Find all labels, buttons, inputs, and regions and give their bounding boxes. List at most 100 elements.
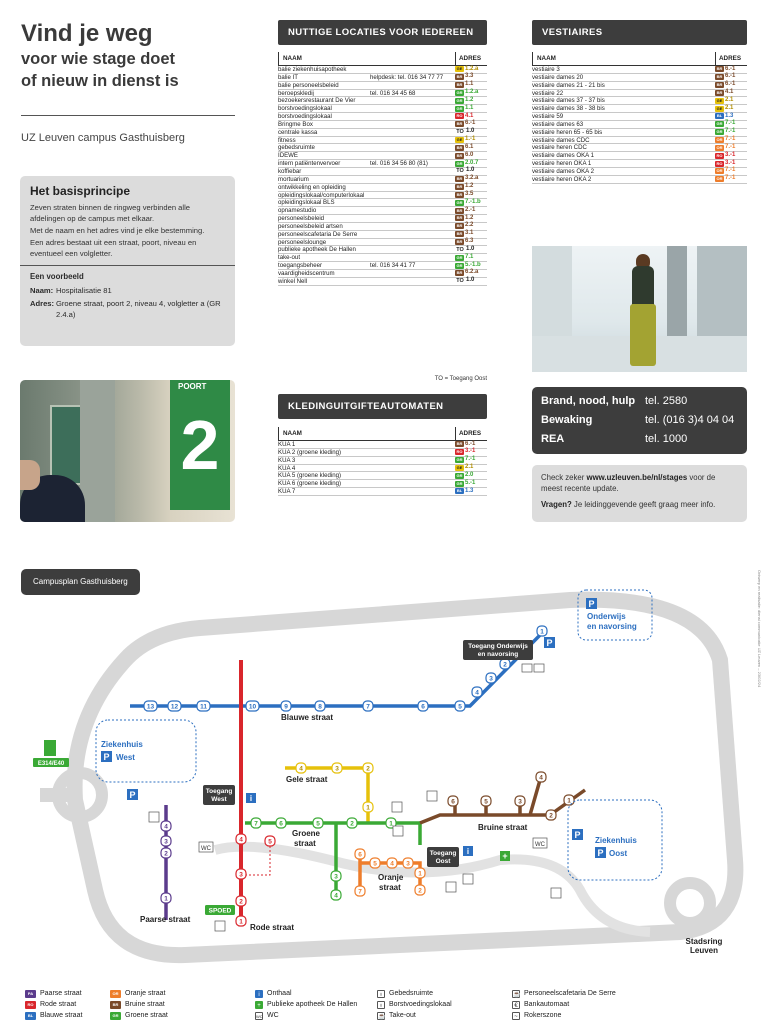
svg-text:1: 1 — [239, 919, 243, 926]
onthaal-oost-icon: i — [463, 846, 473, 856]
example-title: Een voorbeeld — [30, 272, 84, 281]
legend-item: ~ Rokerszone — [512, 1010, 616, 1021]
svg-text:1: 1 — [389, 821, 393, 828]
legend-item: BR Bruine straat — [110, 999, 168, 1010]
svg-text:4: 4 — [475, 690, 479, 697]
address-value: 6.-1 — [465, 120, 476, 127]
row-name: koffiebar — [278, 167, 302, 175]
borstvoeding-icon: ♁ — [377, 1000, 385, 1009]
node-ro-3: 3 — [235, 868, 247, 880]
svg-text:4: 4 — [239, 837, 243, 844]
parking-west-p: P — [103, 752, 109, 762]
svg-text:1: 1 — [366, 805, 370, 812]
node-pa-2: 2 — [160, 847, 172, 859]
node-bl-12: 12 — [167, 700, 182, 712]
page-subtitle-line1: voor wie stage doet — [21, 50, 176, 68]
address-value: 7.-1 — [725, 167, 736, 174]
oranje-straat-nodes: 6 5 4 3 1 2 7 — [354, 848, 426, 897]
legend-label: Rokerszone — [524, 1012, 562, 1019]
row-phone: tel. 016 34 41 77 — [370, 262, 416, 269]
node-bl-11: 11 — [196, 700, 211, 712]
address-value: 3.-1 — [465, 448, 476, 455]
node-or-2: 2 — [414, 884, 426, 896]
legend-item: ♁ Borstvoedingslokaal — [377, 999, 452, 1010]
street-code-badge: BR — [455, 82, 464, 89]
row-phone — [370, 239, 455, 246]
oranje-straat-label-2: straat — [379, 883, 401, 892]
bank-icon — [462, 873, 474, 885]
svg-text:2: 2 — [549, 813, 553, 820]
row-name: mortuarium — [278, 175, 309, 183]
address-value: 1.2.a — [465, 89, 479, 96]
row-name: vestiaire heren CDC — [532, 144, 587, 152]
onderwijs-label-2: en navorsing — [587, 622, 637, 631]
address-value: 6.3 — [465, 238, 474, 245]
lift-icon — [148, 811, 160, 823]
row-spacer — [682, 105, 715, 112]
street-code-badge: BR — [715, 74, 724, 81]
svg-text:6: 6 — [358, 852, 362, 859]
street-code-badge: GR — [455, 480, 464, 487]
svg-text:3: 3 — [518, 799, 522, 806]
ziekenhuis-west-label-1: Ziekenhuis — [101, 740, 143, 749]
row-phone — [370, 270, 455, 277]
emergency-label: Brand, nood, hulp — [541, 395, 636, 407]
street-code-badge: BR — [715, 89, 724, 96]
node-br-3: 3 — [514, 795, 526, 807]
address-value: 2.1 — [465, 464, 474, 471]
row-phone — [370, 231, 455, 238]
row-spacer — [682, 176, 715, 183]
node-ge-3: 3 — [331, 762, 343, 774]
node-ge-4: 4 — [295, 762, 307, 774]
camper-icon — [521, 663, 545, 673]
street-code-badge: BR — [455, 152, 464, 159]
node-pa-3: 3 — [160, 835, 172, 847]
street-code-badge: BR — [455, 231, 464, 238]
inner-road — [213, 841, 651, 937]
row-name: personeelslounge — [278, 238, 327, 246]
node-br-6: 6 — [447, 795, 459, 807]
campusplan-button[interactable]: Campusplan Gasthuisberg — [21, 569, 140, 595]
stages-link[interactable]: www.uzleuven.be/nl/stages — [586, 473, 688, 482]
svg-text:3: 3 — [164, 839, 168, 846]
row-name: publieke apotheek De Hallen — [278, 246, 356, 254]
row-name: opleidingslokaal BLS — [278, 199, 335, 207]
row-name: vestiaire dames 21 - 21 bis — [532, 81, 605, 89]
street-code-badge: BR — [455, 223, 464, 230]
emergency-phone: tel. 2580 — [645, 395, 688, 407]
node-br-1: 1 — [563, 794, 575, 806]
row-name: vestiaire dames CDC — [532, 136, 590, 144]
street-code-badge: BR — [455, 144, 464, 151]
campus-name: UZ Leuven campus Gasthuisberg — [21, 132, 185, 144]
svg-text:WC: WC — [201, 846, 212, 852]
legend-item: WC WC — [255, 1010, 357, 1021]
row-spacer — [682, 160, 715, 167]
legend-label: Bruine straat — [125, 1001, 165, 1008]
address-value: 2.0 — [465, 471, 474, 478]
row-phone — [370, 215, 455, 222]
toegang-oost-note: TO = Toegang Oost — [434, 376, 487, 382]
emergency-label: REA — [541, 433, 565, 445]
row-name: fitness — [278, 136, 296, 144]
basis-title: Het basisprincipe — [30, 184, 131, 198]
svg-text:2: 2 — [503, 662, 507, 669]
